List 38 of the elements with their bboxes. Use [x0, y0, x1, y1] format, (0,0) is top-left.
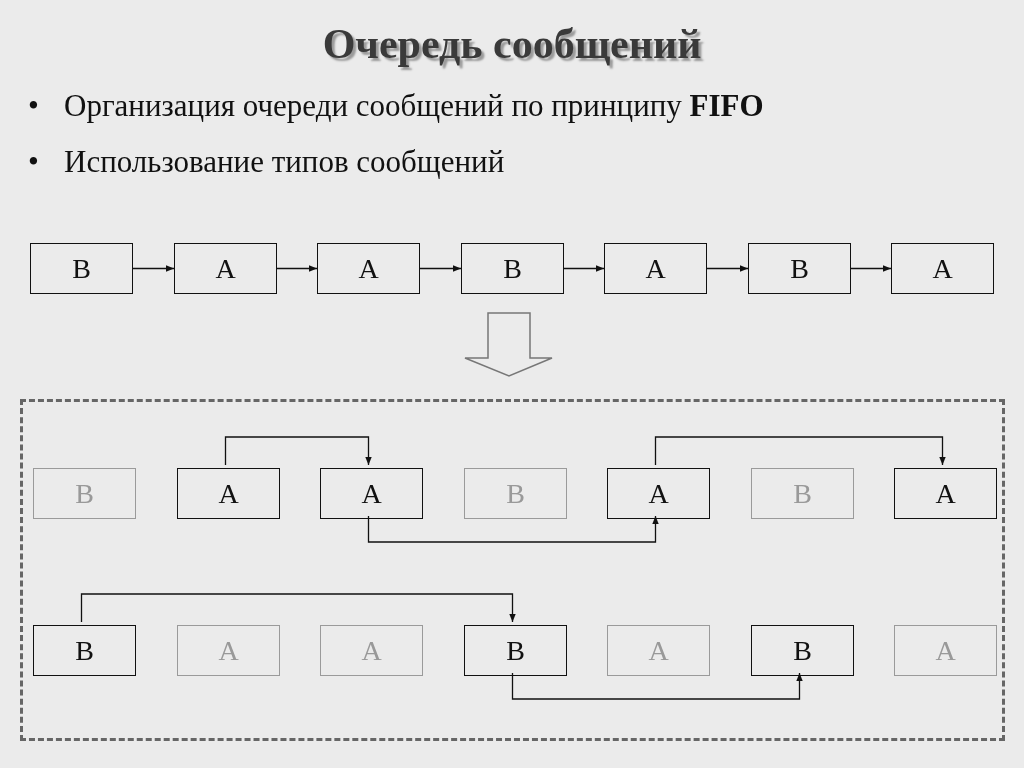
arrow	[563, 265, 605, 272]
dashed-group-frame	[20, 399, 1005, 741]
arrow	[80, 593, 516, 623]
message-box: A	[894, 468, 997, 519]
arrow	[511, 672, 803, 700]
message-box: A	[174, 243, 277, 294]
inactive-message-box: B	[33, 468, 136, 519]
bullet-text: Организация очереди сообщений по принципу FIFO	[64, 88, 764, 124]
arrow	[654, 436, 946, 466]
message-box: B	[751, 625, 854, 676]
message-box: B	[33, 625, 136, 676]
message-box: A	[320, 468, 423, 519]
message-box: A	[604, 243, 707, 294]
bullet-mark: •	[28, 144, 39, 180]
message-box: B	[30, 243, 133, 294]
title: Очередь сообщений	[322, 20, 702, 68]
bullet-mark: •	[28, 88, 39, 124]
arrow	[367, 515, 659, 543]
inactive-message-box: A	[894, 625, 997, 676]
message-box: A	[317, 243, 420, 294]
arrow	[224, 436, 372, 466]
inactive-message-box: B	[751, 468, 854, 519]
inactive-message-box: A	[320, 625, 423, 676]
bullet-text: Использование типов сообщений	[64, 144, 505, 180]
inactive-message-box: A	[177, 625, 280, 676]
message-box: A	[607, 468, 710, 519]
inactive-message-box: B	[464, 468, 567, 519]
message-box: B	[464, 625, 567, 676]
message-box: B	[748, 243, 851, 294]
arrow	[419, 265, 462, 272]
message-box: B	[461, 243, 564, 294]
message-box: A	[891, 243, 994, 294]
inactive-message-box: A	[607, 625, 710, 676]
arrow	[276, 265, 318, 272]
arrow	[132, 265, 175, 272]
message-box: A	[177, 468, 280, 519]
arrow	[850, 265, 892, 272]
arrow	[706, 265, 749, 272]
